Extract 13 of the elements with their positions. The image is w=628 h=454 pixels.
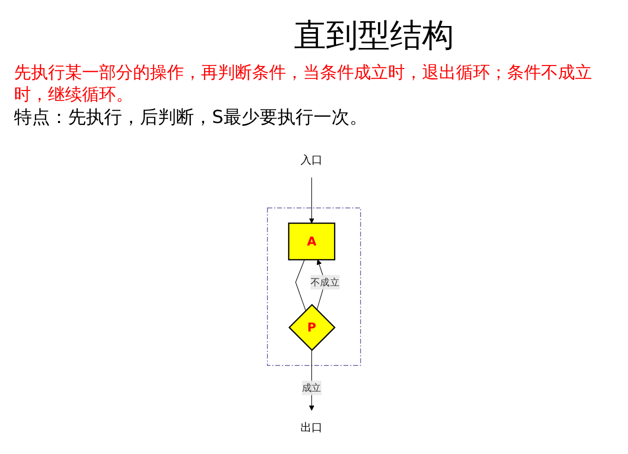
node-box: A — [288, 222, 336, 260]
node-text: 入口 — [300, 154, 323, 167]
bullet-text: 先执行某一部分的操作，再判断条件，当条件成立时，退出循环；条件不成立时，继续循环。 — [14, 62, 593, 106]
edge-label: 成立 — [302, 382, 322, 394]
arrow — [309, 350, 314, 411]
bullet-text: 特点：先执行，后判断，S最少要执行一次。 — [14, 106, 368, 130]
node-text: 出口 — [300, 421, 323, 434]
connector — [295, 259, 306, 311]
cluster — [267, 208, 361, 366]
edge-label: 不成立 — [310, 276, 340, 288]
arrow — [309, 177, 314, 224]
title: 直到型结构 — [293, 15, 455, 56]
node-diamond: P — [288, 304, 336, 352]
